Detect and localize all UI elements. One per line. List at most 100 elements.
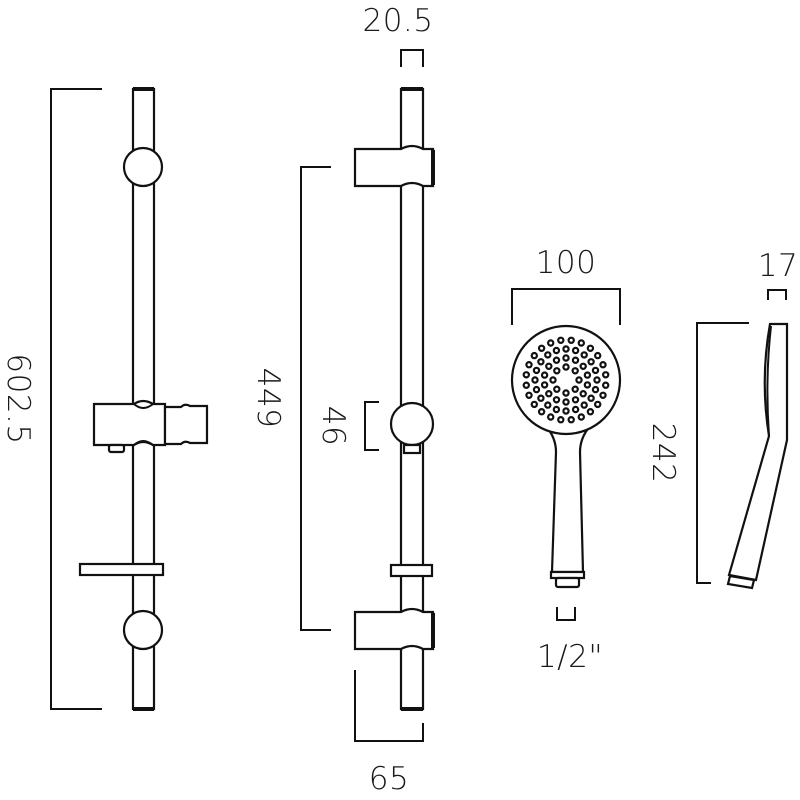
nozzle [562, 345, 570, 353]
nozzle [549, 376, 557, 384]
nozzle [580, 401, 588, 409]
spray-face [510, 324, 622, 436]
threaded-connector-side [726, 574, 756, 590]
slider-release-button [107, 443, 126, 454]
nozzle [599, 361, 607, 369]
rail-side-view: 20.5 449 46 65 [250, 3, 435, 797]
nozzle [544, 351, 552, 359]
nozzle [577, 413, 586, 421]
nozzle [557, 336, 565, 344]
rail-front-view: 602.5 [0, 87, 209, 711]
nozzle [594, 400, 602, 409]
nozzle [532, 385, 541, 394]
soap-dish [78, 562, 165, 577]
dimension-bracket-length [696, 322, 749, 584]
nozzle [586, 408, 595, 416]
handset-face-edge [766, 325, 772, 437]
nozzle [522, 371, 531, 379]
nozzle [587, 394, 595, 402]
nozzle [544, 401, 552, 409]
dimension-bracket-rail-diameter [400, 49, 424, 67]
nozzle [545, 390, 553, 398]
label-projection: 65 [369, 761, 409, 797]
threaded-connector [554, 576, 581, 589]
label-rail-diameter: 20.5 [362, 3, 433, 39]
nozzle [562, 363, 570, 371]
nozzle [537, 408, 546, 416]
spray-nozzles [522, 336, 610, 424]
nozzle [525, 391, 533, 399]
label-overall-height: 602.5 [0, 353, 36, 444]
dimension-bracket-connection [556, 607, 576, 621]
nozzle [537, 344, 546, 352]
nozzle [553, 367, 561, 375]
nozzle [583, 381, 592, 389]
nozzle [580, 351, 588, 359]
handset-handle [545, 425, 591, 574]
nozzle [562, 398, 570, 406]
nozzle [594, 351, 602, 360]
label-head-diameter: 100 [536, 245, 597, 281]
nozzle [571, 405, 580, 414]
nozzle [586, 344, 595, 352]
nozzle [571, 356, 580, 364]
nozzle [571, 346, 580, 355]
dimension-bracket-projection [354, 670, 424, 742]
label-connection: 1/2" [537, 639, 603, 675]
top-wall-bracket [122, 146, 164, 188]
nozzle [593, 376, 601, 384]
nozzle [562, 354, 570, 362]
nozzle [540, 371, 549, 379]
nozzle [567, 416, 575, 424]
label-knob-height: 46 [315, 406, 351, 446]
nozzle [537, 358, 545, 366]
nozzle [587, 358, 595, 366]
nozzle [602, 371, 610, 379]
dimension-bracket-centres [300, 166, 331, 631]
nozzle [567, 336, 575, 344]
slider [92, 399, 209, 454]
nozzle [571, 396, 580, 404]
handset-side-view: 17 242 [645, 248, 798, 590]
dimension-bracket-head-diameter [511, 288, 621, 325]
label-handset-thickness: 17 [758, 248, 798, 284]
nozzle [579, 390, 587, 398]
bottom-wall-bracket [122, 609, 164, 651]
dimension-bracket-knob [364, 401, 379, 451]
nozzle [575, 376, 583, 384]
nozzle [571, 385, 579, 393]
top-wall-bracket-side [353, 144, 435, 188]
nozzle [571, 367, 579, 375]
nozzle [545, 362, 553, 370]
nozzle [530, 351, 539, 360]
nozzle [537, 394, 545, 402]
nozzle [547, 339, 555, 347]
collar [389, 563, 434, 578]
nozzle [591, 366, 600, 375]
nozzle [591, 385, 600, 394]
nozzle [552, 346, 561, 355]
nozzle [530, 400, 539, 409]
handset-front-view: 100 1/2" [510, 245, 622, 675]
nozzle [562, 389, 570, 397]
nozzle [552, 396, 561, 404]
nozzle [553, 385, 561, 393]
label-handset-length: 242 [645, 423, 681, 484]
nozzle [602, 381, 610, 389]
nozzle [577, 339, 586, 347]
nozzle [579, 362, 587, 370]
nozzle [525, 361, 533, 369]
adjuster-knob [389, 401, 435, 447]
nozzle [562, 407, 570, 415]
nozzle [540, 381, 549, 389]
label-bracket-centres: 449 [250, 368, 286, 429]
nozzle [552, 356, 561, 364]
nozzle [522, 381, 531, 389]
nozzle [531, 376, 539, 384]
nozzle [599, 391, 607, 399]
nozzle [583, 371, 592, 379]
bottom-wall-bracket-side [353, 607, 435, 651]
dimension-bracket-overall-height [50, 88, 102, 710]
handset-body-side [727, 322, 789, 582]
